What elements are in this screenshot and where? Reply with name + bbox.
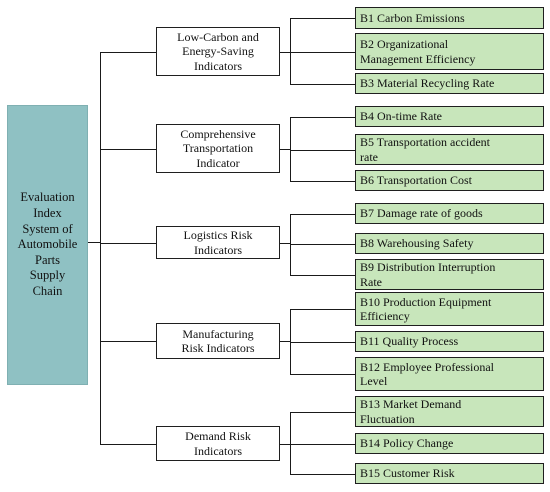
indicator-box: B13 Market Demand Fluctuation	[355, 396, 544, 427]
indicator-box: B5 Transportation accident rate	[355, 134, 544, 165]
connector-branch-vertical	[290, 117, 291, 182]
connector-leaf	[290, 214, 355, 215]
connector-root	[88, 242, 101, 243]
connector-leaf	[290, 52, 355, 53]
connector-category	[100, 52, 156, 53]
indicator-box: B8 Warehousing Safety	[355, 233, 544, 254]
connector-trunk	[100, 52, 101, 445]
indicator-box: B7 Damage rate of goods	[355, 203, 544, 224]
indicator-box: B3 Material Recycling Rate	[355, 73, 544, 94]
indicator-box: B14 Policy Change	[355, 433, 544, 454]
connector-branch	[280, 341, 291, 342]
connector-leaf	[290, 275, 355, 276]
connector-category	[100, 341, 156, 342]
connector-leaf	[290, 117, 355, 118]
category-box: Manufacturing Risk Indicators	[156, 323, 280, 359]
connector-leaf	[290, 342, 355, 343]
indicator-box: B12 Employee Professional Level	[355, 357, 544, 391]
connector-leaf	[290, 309, 355, 310]
indicator-box: B1 Carbon Emissions	[355, 7, 544, 29]
indicator-box: B10 Production Equipment Efficiency	[355, 292, 544, 326]
connector-branch-vertical	[290, 18, 291, 85]
connector-leaf	[290, 181, 355, 182]
connector-leaf	[290, 474, 355, 475]
indicator-box: B6 Transportation Cost	[355, 170, 544, 191]
connector-category	[100, 149, 156, 150]
category-box: Comprehensive Transportation Indicator	[156, 124, 280, 173]
connector-leaf	[290, 444, 355, 445]
connector-branch	[280, 243, 291, 244]
connector-branch-vertical	[290, 412, 291, 475]
indicator-box: B11 Quality Process	[355, 331, 544, 352]
connector-leaf	[290, 244, 355, 245]
connector-category	[100, 243, 156, 244]
indicator-box: B2 Organizational Management Efficiency	[355, 33, 544, 70]
connector-branch	[280, 444, 291, 445]
connector-branch-vertical	[290, 214, 291, 276]
connector-leaf	[290, 18, 355, 19]
connector-leaf	[290, 374, 355, 375]
connector-leaf	[290, 412, 355, 413]
connector-branch	[280, 52, 291, 53]
connector-category	[100, 444, 156, 445]
connector-leaf	[290, 84, 355, 85]
connector-leaf	[290, 150, 355, 151]
category-box: Demand Risk Indicators	[156, 426, 280, 461]
category-box: Logistics Risk Indicators	[156, 226, 280, 259]
root-node: Evaluation Index System of Automobile Pa…	[7, 105, 88, 385]
indicator-box: B9 Distribution Interruption Rate	[355, 259, 544, 290]
connector-branch	[280, 149, 291, 150]
indicator-box: B4 On-time Rate	[355, 106, 544, 127]
category-box: Low-Carbon and Energy-Saving Indicators	[156, 27, 280, 76]
indicator-box: B15 Customer Risk	[355, 463, 544, 484]
